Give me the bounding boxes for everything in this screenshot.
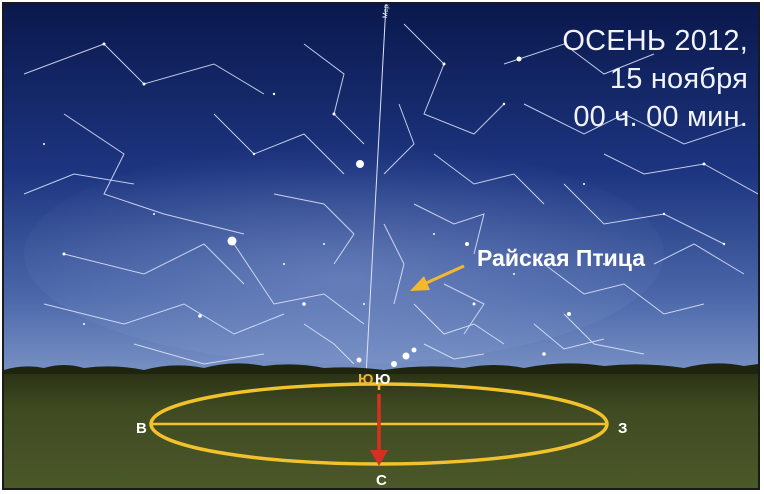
east-label: В <box>136 420 147 437</box>
milky-way-glow <box>24 144 664 364</box>
caption-date: 15 ноября <box>609 63 748 95</box>
meridian-line <box>365 4 387 377</box>
date-caption: ОСЕНЬ 2012, 15 ноября 00 ч. 00 мин. <box>562 22 748 136</box>
constellation-lines <box>23 23 758 365</box>
stars <box>43 42 726 367</box>
tree-line <box>4 363 758 376</box>
north-arrow-head <box>370 450 388 466</box>
north-label: С <box>376 472 387 489</box>
south-label: Ю <box>375 371 391 388</box>
constellation-label: Райская Птица <box>477 245 646 271</box>
south-label-highlight: Ю <box>358 371 374 388</box>
caption-time: 00 ч. 00 мин. <box>573 101 748 133</box>
ground <box>4 374 758 488</box>
west-label: З <box>618 420 628 437</box>
caption-season-year: ОСЕНЬ 2012, <box>562 25 748 57</box>
night-sky-scene <box>4 4 758 488</box>
pointer-arrow-shaft <box>423 264 465 286</box>
pointer-arrow-head <box>410 276 430 291</box>
